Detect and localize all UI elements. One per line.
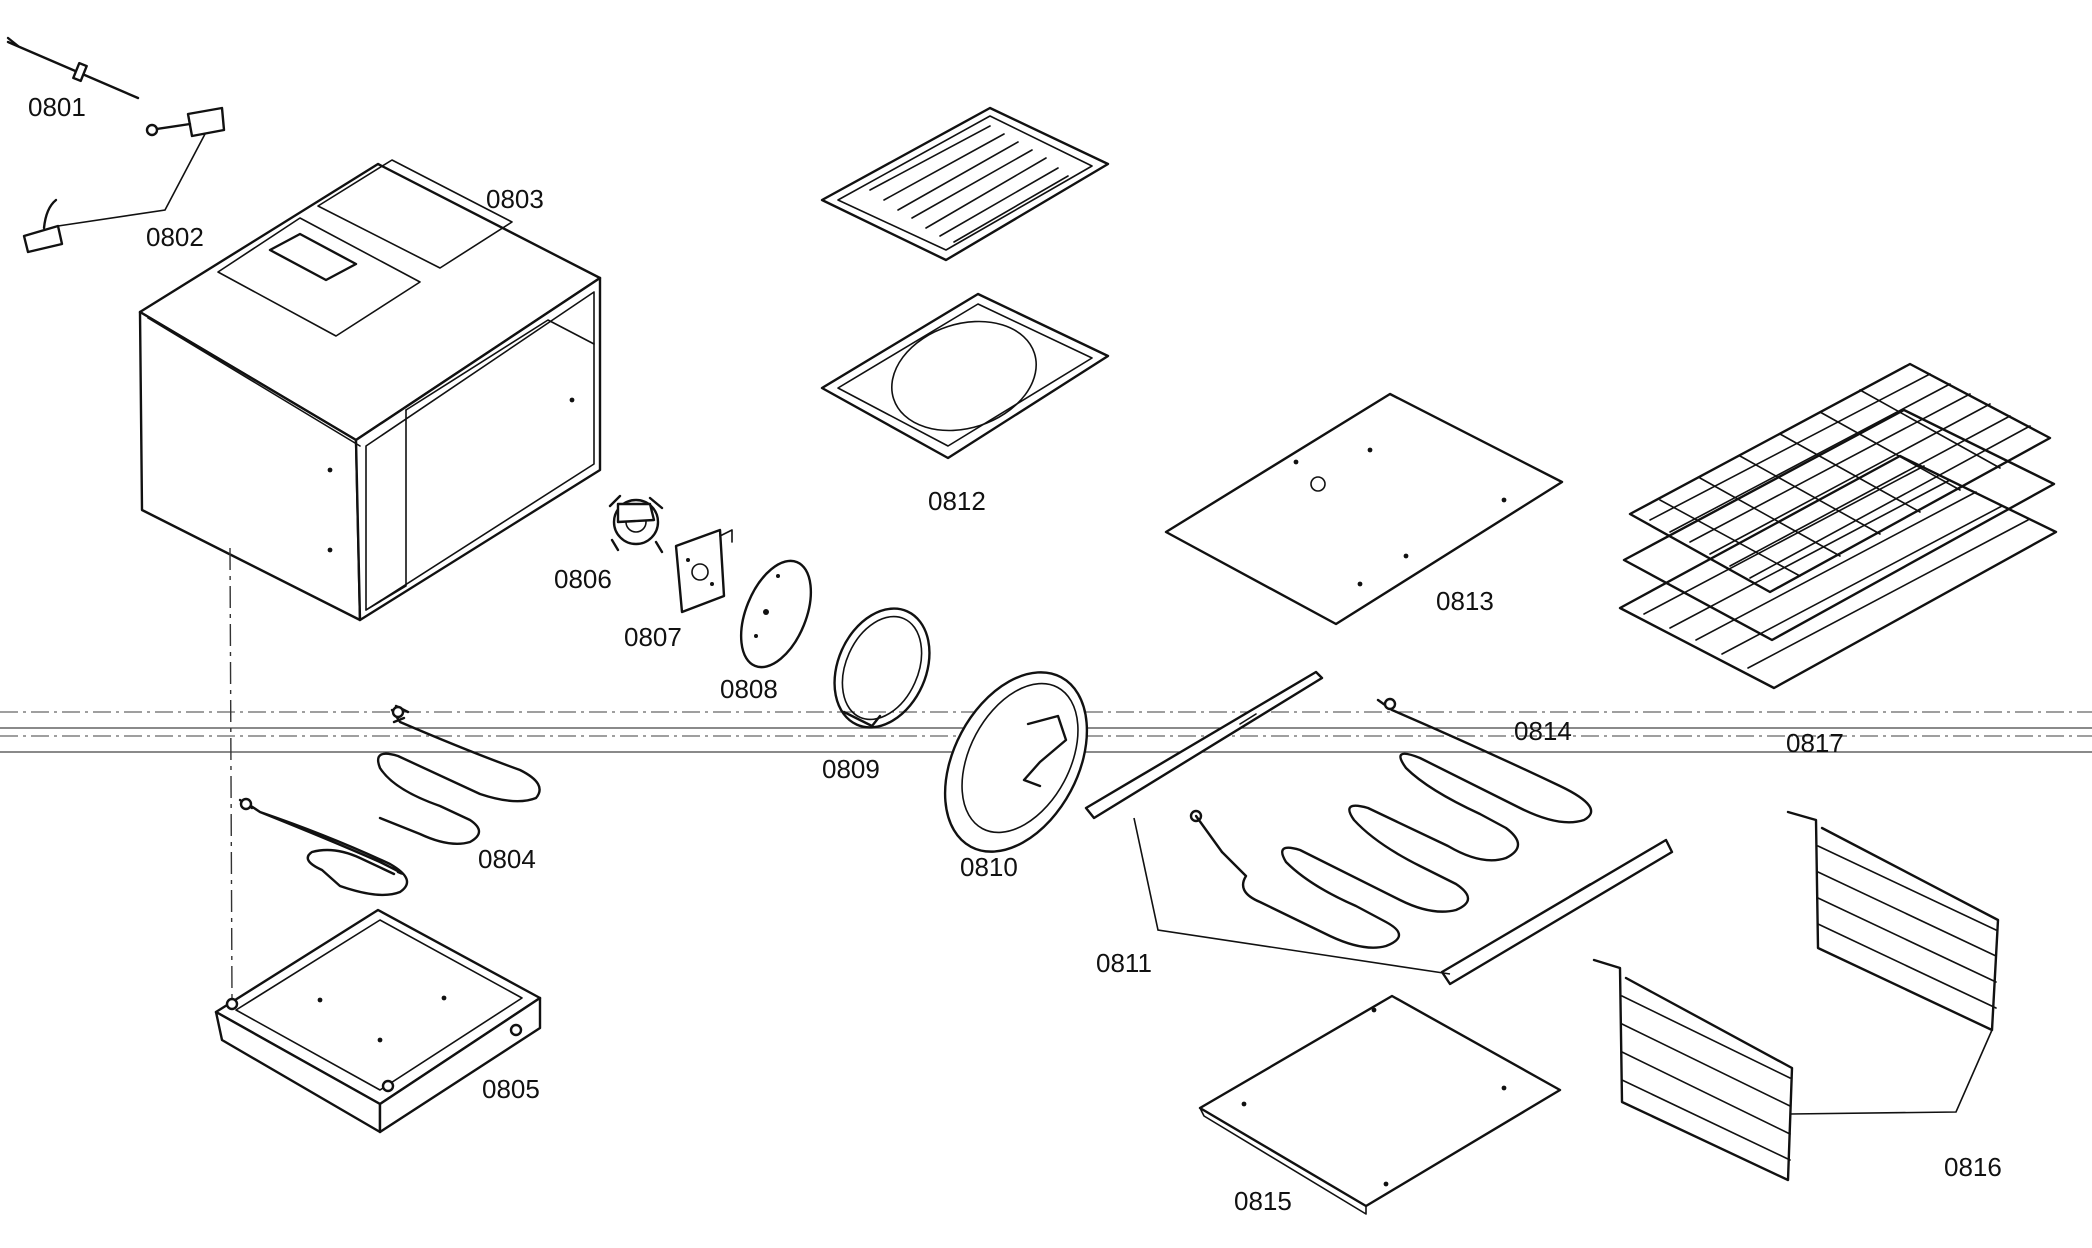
- part-number-labels: 0801 0802 0803 0804 0805 0806 0807 0808 …: [28, 92, 2002, 1216]
- part-0810-convection-cover[interactable]: [916, 648, 1116, 876]
- label-0807: 0807: [624, 622, 682, 652]
- leader-0811: [1133, 817, 1451, 975]
- assembly-line-cavity-drawer: [229, 547, 233, 1001]
- label-0813: 0813: [1436, 586, 1494, 616]
- label-0816: 0816: [1944, 1152, 2002, 1182]
- label-0802: 0802: [146, 222, 204, 252]
- label-0812: 0812: [928, 486, 986, 516]
- label-0806: 0806: [554, 564, 612, 594]
- label-0805: 0805: [482, 1074, 540, 1104]
- label-0815: 0815: [1234, 1186, 1292, 1216]
- part-0805-storage-drawer[interactable]: [214, 908, 542, 1134]
- part-0817-oven-racks[interactable]: [1618, 362, 2058, 690]
- label-0804: 0804: [478, 844, 536, 874]
- label-0808: 0808: [720, 674, 778, 704]
- part-0801-temperature-sensor[interactable]: [6, 36, 140, 100]
- part-0808-fan-blade[interactable]: [727, 551, 825, 677]
- label-0801: 0801: [28, 92, 86, 122]
- label-0803: 0803: [486, 184, 544, 214]
- label-0817: 0817: [1786, 728, 1844, 758]
- part-0815-oven-floor-panel[interactable]: [1198, 994, 1562, 1215]
- leader-0816: [1789, 1029, 1993, 1115]
- part-0807-motor-bracket[interactable]: [674, 528, 733, 614]
- part-0813-oven-bottom-panel[interactable]: [1164, 392, 1564, 626]
- leader-0802: [57, 133, 206, 227]
- label-0811: 0811: [1096, 948, 1152, 978]
- part-0803-oven-cavity[interactable]: [138, 159, 602, 622]
- part-0811-element-brackets[interactable]: [1084, 670, 1674, 986]
- part-0802-door-hinges[interactable]: [22, 106, 226, 254]
- part-0806-convection-motor[interactable]: [608, 494, 664, 554]
- label-0809: 0809: [822, 754, 880, 784]
- part-0814-broil-element[interactable]: [1189, 697, 1593, 949]
- label-0810: 0810: [960, 852, 1018, 882]
- part-0816-rack-supports[interactable]: [1592, 810, 2000, 1182]
- part-0812-broil-pan[interactable]: [820, 106, 1110, 460]
- part-0804-bake-elements[interactable]: [238, 704, 541, 897]
- part-0809-convection-element[interactable]: [817, 593, 948, 742]
- label-0814: 0814: [1514, 716, 1572, 746]
